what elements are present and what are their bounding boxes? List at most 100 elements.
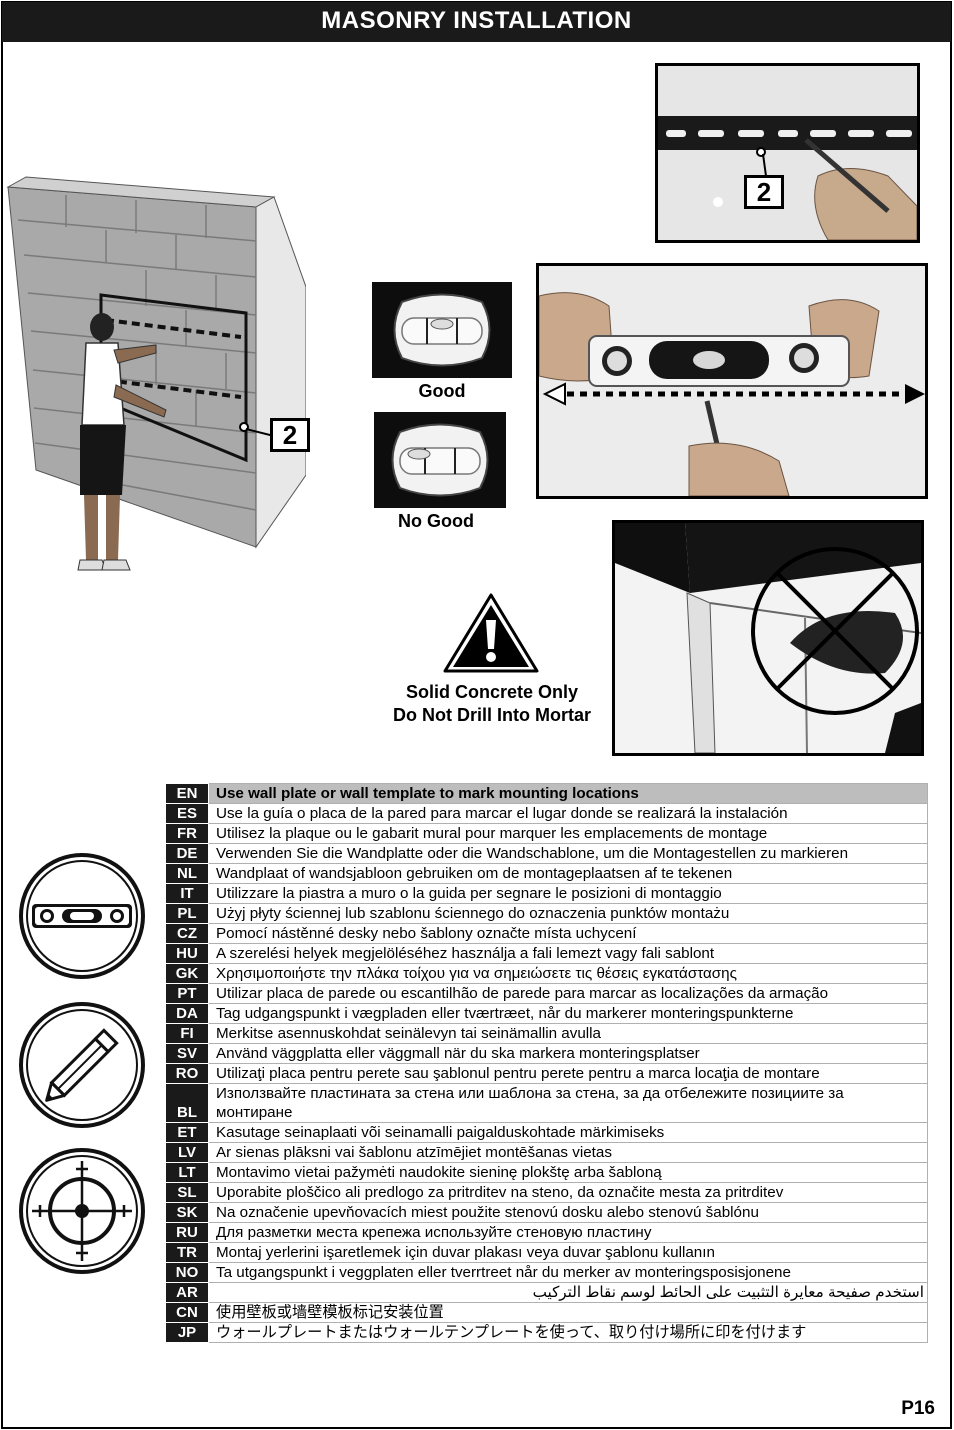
instruction-text: Na označenie upevňovacích miest použite … xyxy=(208,1202,928,1223)
wall-marking-illustration xyxy=(6,176,306,571)
instruction-text: Use la guía o placa de la pared para mar… xyxy=(208,803,928,824)
instruction-text: Kasutage seinaplaati või seinamalli paig… xyxy=(208,1122,928,1143)
instruction-text: Utilizar placa de parede ou escantilhão … xyxy=(208,983,928,1004)
language-code: AR xyxy=(165,1282,209,1303)
level-good-label: Good xyxy=(418,381,466,401)
mortar-joint-photo xyxy=(612,520,924,756)
instruction-text: Pomocí nástěnné desky nebo šablony označ… xyxy=(208,923,928,944)
instruction-text: Използвайте пластината за стена или шабл… xyxy=(208,1083,928,1123)
step-2-callout-template: 2 xyxy=(744,175,784,209)
instruction-text: Utilizaţi placa pentru perete sau şablon… xyxy=(208,1063,928,1084)
instruction-text: A szerelési helyek megjelöléséhez haszná… xyxy=(208,943,928,964)
language-code: ET xyxy=(165,1122,209,1143)
language-code: DA xyxy=(165,1003,209,1024)
instruction-text: Uporabite ploščico ali predlogo za pritr… xyxy=(208,1182,928,1203)
instruction-text: ウォールプレートまたはウォールテンプレートを使って、取り付け場所に印を付けます xyxy=(208,1322,928,1343)
instruction-text: Merkitse asennuskohdat seinälevyn tai se… xyxy=(208,1023,928,1044)
language-code: ES xyxy=(165,803,209,824)
page-number: P16 xyxy=(901,1398,935,1419)
instruction-text: Utilizzare la piastra a muro o la guida … xyxy=(208,883,928,904)
language-code: FR xyxy=(165,823,209,844)
language-code: PT xyxy=(165,983,209,1004)
language-code: RO xyxy=(165,1063,209,1084)
level-no-good-label: No Good xyxy=(398,511,474,531)
instruction-text: Montavimo vietai pažymėti naudokite sien… xyxy=(208,1162,928,1183)
level-bubble-good-image xyxy=(372,282,512,378)
instruction-text: Użyj płyty ściennej lub szablonu ścienne… xyxy=(208,903,928,924)
step-2-callout-wall: 2 xyxy=(270,418,310,452)
page-title: MASONRY INSTALLATION xyxy=(2,2,951,42)
instruction-text: Använd väggplatta eller väggmall när du … xyxy=(208,1043,928,1064)
language-code: GK xyxy=(165,963,209,984)
instruction-text: Use wall plate or wall template to mark … xyxy=(208,783,928,804)
template-marking-photo xyxy=(655,63,920,243)
instruction-text: Montaj yerlerini işaretlemek için duvar … xyxy=(208,1242,928,1263)
language-code: SK xyxy=(165,1202,209,1223)
instruction-text: Для разметки места крепежа используйте с… xyxy=(208,1222,928,1243)
language-code: SL xyxy=(165,1182,209,1203)
instruction-text: Wandplaat of wandsjabloon gebruiken om d… xyxy=(208,863,928,884)
warning-triangle-icon xyxy=(443,593,539,673)
language-code: JP xyxy=(165,1322,209,1343)
instruction-text: استخدم صفيحة معايرة التثبيت على الحائط ل… xyxy=(208,1282,928,1303)
language-code: CZ xyxy=(165,923,209,944)
level-bubble-no-good-image xyxy=(374,412,506,508)
instruction-text: Ar sienas plāksni vai šablonu atzīmējiet… xyxy=(208,1142,928,1163)
language-code: FI xyxy=(165,1023,209,1044)
instruction-text: Χρησιμοποιήστε την πλάκα τοίχου για να σ… xyxy=(208,963,928,984)
language-code: CN xyxy=(165,1302,209,1323)
instruction-text: 使用壁板或墙壁模板标记安装位置 xyxy=(208,1302,928,1323)
warning-text: Solid Concrete Only Do Not Drill Into Mo… xyxy=(372,681,612,727)
level-pencil-photo xyxy=(536,263,928,499)
language-code: TR xyxy=(165,1242,209,1263)
instruction-text: Tag udgangspunkt i vægpladen eller tvært… xyxy=(208,1003,928,1024)
warning-line-1: Solid Concrete Only xyxy=(405,682,579,702)
language-code: NL xyxy=(165,863,209,884)
instruction-text: Ta utgangspunkt i veggplaten eller tverr… xyxy=(208,1262,928,1283)
instruction-text: Verwenden Sie die Wandplatte oder die Wa… xyxy=(208,843,928,864)
language-code: LT xyxy=(165,1162,209,1183)
pencil-icon xyxy=(19,1002,145,1128)
language-code: DE xyxy=(165,843,209,864)
warning-line-2: Do Not Drill Into Mortar xyxy=(393,705,591,725)
level-icon xyxy=(19,853,145,979)
language-code: BL xyxy=(165,1083,209,1123)
language-code: SV xyxy=(165,1043,209,1064)
language-code: LV xyxy=(165,1142,209,1163)
language-code: PL xyxy=(165,903,209,924)
language-code: NO xyxy=(165,1262,209,1283)
language-code: IT xyxy=(165,883,209,904)
crosshair-icon xyxy=(19,1148,145,1274)
language-code: EN xyxy=(165,783,209,804)
language-code: RU xyxy=(165,1222,209,1243)
instruction-text: Utilisez la plaque ou le gabarit mural p… xyxy=(208,823,928,844)
